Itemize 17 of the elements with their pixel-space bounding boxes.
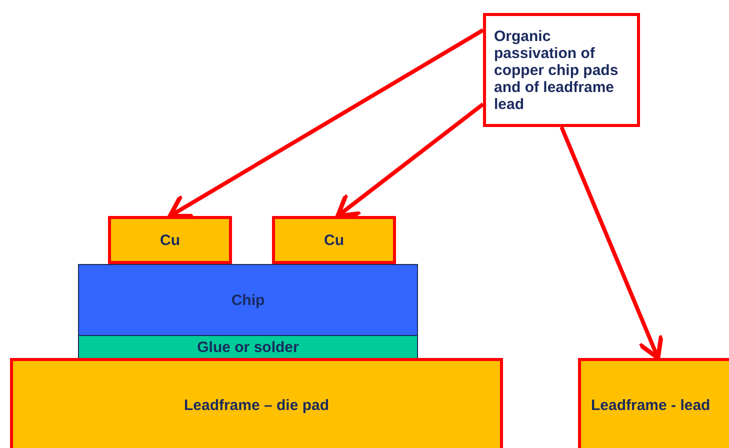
glue-layer [78,335,418,360]
arrow [336,102,484,218]
die-pad-block [10,358,503,448]
callout-box [483,13,640,127]
label-text: Organic passivation of copper chip pads and of leadframe lead [494,28,620,112]
chip-block [78,264,418,336]
label-text: Cu [160,232,180,248]
copper-pad [272,216,396,264]
label-text: Glue or solder [197,339,299,356]
label-text: Cu [324,232,344,248]
lead-block [578,358,729,448]
label-text: Leadframe - lead [591,397,710,414]
copper-pad [108,216,232,264]
label-text: Chip [231,292,265,308]
arrow [168,28,484,218]
label-text: Leadframe – die pad [184,397,330,414]
arrow [560,126,664,360]
